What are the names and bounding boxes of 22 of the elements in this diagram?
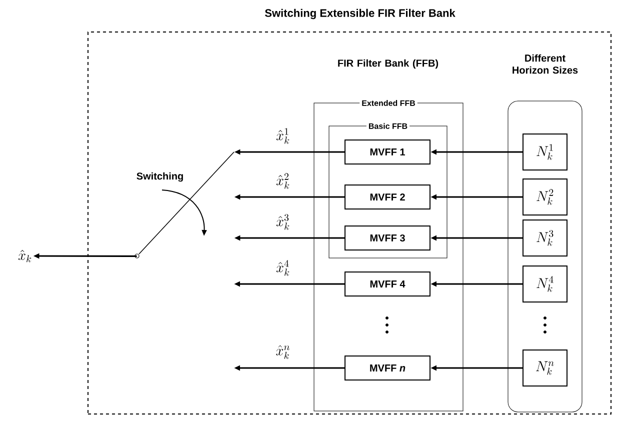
switch-drawing: [134, 152, 234, 258]
filter-box: MVFF n: [344, 356, 430, 380]
horizon-box: $N_k^{3}$: [522, 220, 568, 256]
output-symbol: $\hat{x}_k$: [18, 250, 32, 262]
edge-label: $\hat{x}_k^{4}$: [276, 260, 290, 276]
edge-label: $\hat{x}_k^{n}$: [276, 345, 290, 359]
horizon-box: $N_k^{2}$: [522, 178, 568, 216]
horizon-box: $N_k^{4}$: [522, 266, 568, 302]
dashed-frame: [88, 32, 612, 414]
filter-box: MVFF 1: [344, 140, 430, 164]
filter-box: MVFF 2: [344, 184, 430, 210]
switching-label: Switching: [136, 172, 183, 182]
edge-label: $\hat{x}_k^{1}$: [276, 128, 290, 144]
horizon-box: $N_k^{1}$: [522, 134, 568, 170]
node-label: Different Horizon Sizes: [512, 54, 578, 74]
edge-label: $\hat{x}_k^{2}$: [276, 173, 290, 189]
filter-box: MVFF 3: [344, 226, 430, 250]
title: Switching Extensible FIR Filter Bank: [264, 8, 456, 20]
filter-box: MVFF 4: [344, 272, 430, 296]
edge-label: $\hat{x}_k^{3}$: [276, 214, 290, 230]
node-label: FIR Filter Bank (FFB): [338, 59, 438, 69]
horizon-box: $N_k^{n}$: [522, 350, 568, 386]
